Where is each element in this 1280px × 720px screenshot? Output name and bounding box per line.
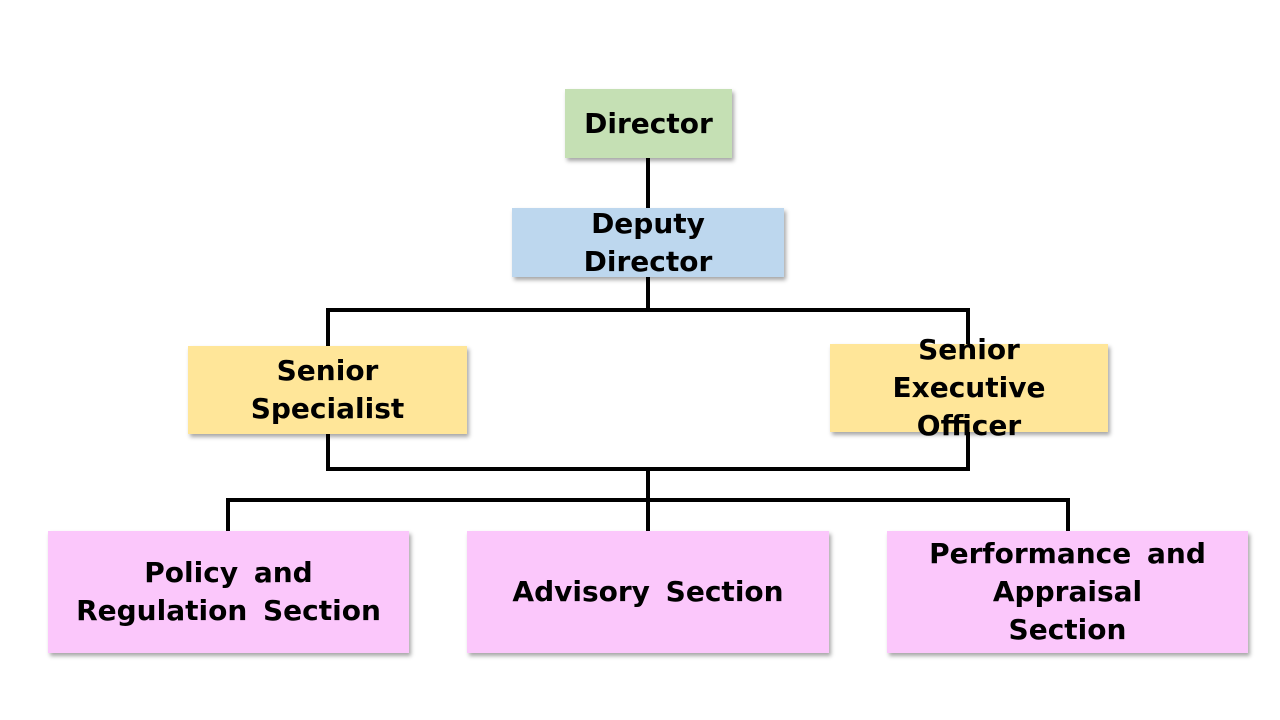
node-director-label: Director [584, 106, 713, 140]
node-deputy-director: Deputy Director [512, 207, 784, 278]
node-performance-appraisal-section-label: Performance and Appraisal Section [929, 537, 1206, 646]
node-performance-appraisal-section: Performance and Appraisal Section [887, 531, 1248, 653]
node-advisory-section: Advisory Section [467, 531, 829, 653]
node-director: Director [565, 89, 732, 158]
node-senior-executive-officer-label: Senior Executive Officer [892, 333, 1046, 442]
node-deputy-director-label: Deputy Director [583, 206, 713, 278]
node-senior-specialist-label: Senior Specialist [250, 354, 405, 425]
node-advisory-section-label: Advisory Section [512, 575, 784, 608]
node-senior-specialist: Senior Specialist [188, 346, 467, 434]
node-policy-regulation-section: Policy and Regulation Section [48, 531, 409, 653]
node-senior-executive-officer: Senior Executive Officer [830, 333, 1108, 442]
node-policy-regulation-section-label: Policy and Regulation Section [76, 556, 381, 627]
